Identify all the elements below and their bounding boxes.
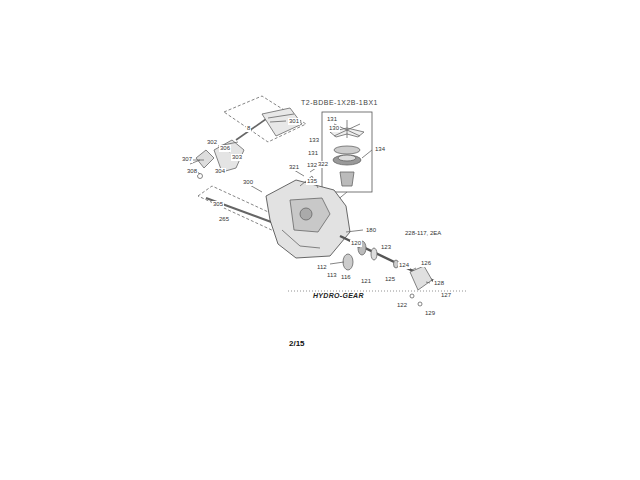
- callout-number: 120: [350, 240, 362, 247]
- callout-number: 133: [308, 137, 320, 144]
- page-number: 2/15: [288, 340, 306, 347]
- callout-number: 306: [219, 145, 231, 152]
- callout-number: 303: [231, 154, 243, 161]
- callout-number: 180: [365, 227, 377, 234]
- callout-number: 128: [433, 280, 445, 287]
- callout-number: 112: [316, 264, 328, 271]
- callout-number: 123: [380, 244, 392, 251]
- callout-number: 125: [384, 276, 396, 283]
- callout-number: 301: [288, 118, 300, 125]
- callout-number: 126: [420, 260, 432, 267]
- brand-logo: HYDRO-GEAR: [312, 292, 365, 299]
- callout-number: 113: [326, 272, 338, 279]
- callout-number: 122: [396, 302, 408, 309]
- callout-number: 135: [306, 178, 318, 185]
- callout-number: 127: [440, 292, 452, 299]
- callout-number: 300: [242, 179, 254, 186]
- callout-number: 307: [181, 156, 193, 163]
- callout-number: 129: [424, 310, 436, 317]
- callout-number: 305: [212, 201, 224, 208]
- callout-number: 308: [186, 168, 198, 175]
- note: 228-117, 2EA: [404, 230, 442, 237]
- callout-number: 321: [288, 164, 300, 171]
- callout-number: 121: [360, 278, 372, 285]
- callout-number: 302: [206, 139, 218, 146]
- callout-number: 131: [326, 116, 338, 123]
- callout-number: 116: [340, 274, 352, 281]
- callout-number: 265: [218, 216, 230, 223]
- callout-number: 304: [214, 168, 226, 175]
- model-number: T2-BDBE-1X2B-1BX1: [300, 99, 379, 107]
- callout-number: 322: [317, 161, 329, 168]
- callout-number: 130: [328, 125, 340, 132]
- callout-number: 131: [307, 150, 319, 157]
- callout-number: 8: [246, 125, 251, 132]
- callout-number: 134: [374, 146, 386, 153]
- callout-number: 124: [398, 262, 410, 269]
